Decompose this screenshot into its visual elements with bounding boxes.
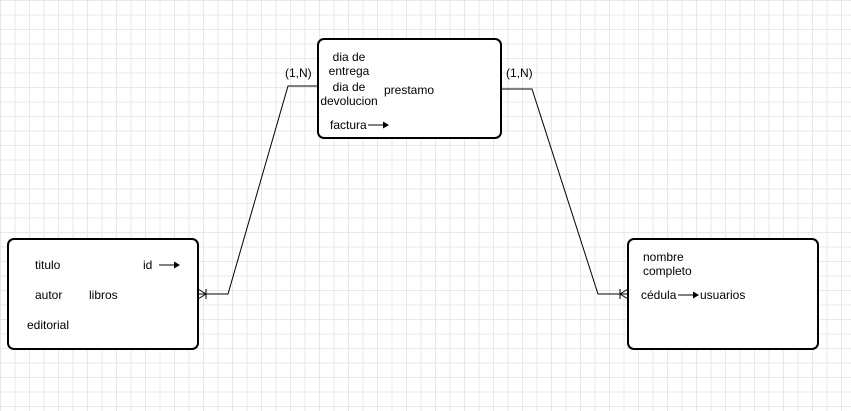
arrow-right-icon bbox=[368, 121, 389, 129]
attribute-dia-de-entrega: dia de entrega bbox=[328, 50, 370, 78]
entity-libros[interactable]: titulo id autor libros editorial bbox=[7, 238, 199, 350]
attribute-id: id bbox=[143, 258, 153, 272]
arrow-right-icon bbox=[678, 291, 699, 299]
attribute-cedula: cédula bbox=[641, 288, 677, 302]
crow-foot-libros-icon bbox=[197, 288, 207, 300]
cardinality-usuarios: (1,N) bbox=[506, 66, 533, 80]
attribute-dia-de-devolucion: dia de devolucion bbox=[320, 80, 378, 108]
entity-name-usuarios: usuarios bbox=[700, 288, 746, 302]
attribute-factura: factura bbox=[330, 118, 367, 132]
attribute-autor: autor bbox=[35, 288, 63, 302]
entity-prestamo[interactable]: dia de entrega dia de devolucion prestam… bbox=[317, 38, 502, 139]
arrow-right-icon bbox=[159, 261, 180, 269]
cardinality-libros: (1,N) bbox=[285, 66, 312, 80]
entity-name-libros: libros bbox=[89, 288, 118, 302]
attribute-editorial: editorial bbox=[27, 318, 70, 332]
attribute-titulo: titulo bbox=[35, 258, 61, 272]
connector-prestamo-usuarios[interactable] bbox=[501, 88, 628, 295]
crow-foot-usuarios-icon bbox=[619, 288, 629, 300]
attribute-nombre-completo: nombre completo bbox=[643, 250, 692, 278]
entity-name-prestamo: prestamo bbox=[384, 83, 435, 97]
entity-usuarios[interactable]: nombre completo cédula usuarios bbox=[627, 238, 819, 350]
connector-prestamo-libros[interactable] bbox=[198, 85, 318, 295]
